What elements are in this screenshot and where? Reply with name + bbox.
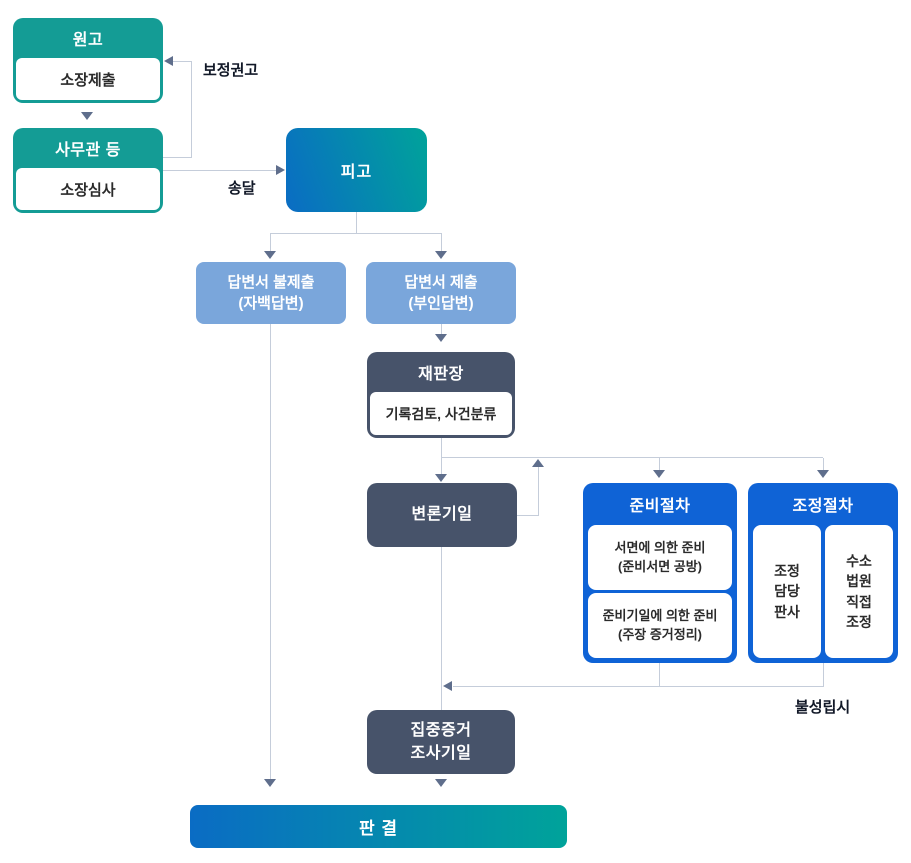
connector-prep-down [659, 663, 660, 686]
mediation-court-line4: 조정 [846, 613, 872, 630]
node-hearing-label: 변론기일 [411, 506, 473, 524]
preparation-items: 서면에 의한 준비 (준비서면 공방) 준비기일에 의한 준비 (주장 증거정리… [588, 525, 732, 658]
node-judgment: 판 결 [190, 805, 567, 848]
node-hearing: 변론기일 [367, 483, 517, 547]
node-answer-not-filed: 답변서 불제출 (자백답변) [196, 262, 346, 324]
connector-failure-return [453, 686, 823, 687]
arrowhead-right-icon [276, 165, 285, 175]
arrowhead-down-icon [435, 334, 447, 342]
mediation-item-court: 수소 법원 직접 조정 [825, 525, 893, 658]
preparation-item-written-line1: 서면에 의한 준비 [614, 539, 706, 555]
connector-hearing-evidence [441, 547, 442, 710]
connector-judge-down [441, 438, 442, 474]
preparation-item-written-line2: (준비서면 공방) [617, 558, 703, 574]
answer-not-filed-line1: 답변서 불제출 [227, 274, 315, 291]
node-presiding-judge: 재판장 기록검토, 사건분류 [367, 352, 515, 438]
answer-filed-line1: 답변서 제출 [404, 274, 478, 291]
node-answer-filed: 답변서 제출 (부인답변) [366, 262, 516, 324]
arrowhead-left-icon [443, 681, 452, 691]
node-clerk-header: 사무관 등 [55, 142, 121, 159]
arrowhead-down-icon [264, 251, 276, 259]
connector-answer-judge [441, 324, 442, 335]
node-defendant: 피고 [286, 128, 427, 212]
mediation-judge-line3: 판사 [774, 603, 800, 620]
connector-branch-right [441, 233, 442, 252]
connector-branch-prep [659, 458, 660, 470]
evidence-exam-line2: 조사기일 [410, 745, 472, 762]
mediation-judge-line2: 담당 [774, 583, 800, 600]
node-preparation: 준비절차 서면에 의한 준비 (준비서면 공방) 준비기일에 의한 준비 (주장… [583, 483, 737, 663]
node-defendant-label: 피고 [340, 164, 373, 181]
node-answer-filed-label: 답변서 제출 (부인답변) [404, 272, 477, 314]
arrowhead-down-icon [817, 470, 829, 478]
preparation-item-date: 준비기일에 의한 준비 (주장 증거정리) [588, 593, 732, 658]
node-mediation-header: 조정절차 [792, 498, 854, 515]
arrowhead-down-icon [81, 112, 93, 120]
arrowhead-down-icon [435, 474, 447, 482]
answer-not-filed-line2: (자백답변) [238, 295, 304, 312]
node-answer-not-filed-label: 답변서 불제출 (자백답변) [228, 272, 315, 314]
node-evidence-exam-label: 집중증거 조사기일 [411, 719, 472, 765]
preparation-item-date-line2: (주장 증거정리) [617, 626, 703, 642]
arrowhead-up-icon [532, 459, 544, 467]
arrowhead-down-icon [435, 779, 447, 787]
arrowhead-down-icon [435, 251, 447, 259]
edge-label-failure: 불성립시 [795, 699, 851, 716]
edge-label-correction: 보정권고 [203, 62, 259, 79]
connector-hearing-return-h [517, 515, 539, 516]
mediation-items: 조정 담당 판사 수소 법원 직접 조정 [753, 525, 893, 658]
preparation-item-date-line1: 준비기일에 의한 준비 [602, 607, 718, 623]
connector-correction-top [173, 61, 191, 62]
connector-judge-branch [441, 457, 823, 458]
arrowhead-left-icon [164, 56, 173, 66]
connector-branch-mediation [823, 458, 824, 470]
node-clerk: 사무관 등 소장심사 [13, 128, 163, 213]
connector-correction-bottom [163, 157, 192, 158]
mediation-judge-line1: 조정 [774, 563, 800, 580]
connector-correction-vertical [191, 61, 192, 158]
connector-branch-left [270, 233, 271, 252]
connector-hearing-return-v [538, 467, 539, 516]
mediation-item-judge: 조정 담당 판사 [753, 525, 821, 658]
edge-label-service: 송달 [228, 180, 256, 197]
connector-service [163, 170, 277, 171]
node-mediation: 조정절차 조정 담당 판사 수소 법원 직접 조정 [748, 483, 898, 663]
node-plaintiff: 원고 소장제출 [13, 18, 163, 103]
arrowhead-down-icon [264, 779, 276, 787]
answer-filed-line2: (부인답변) [408, 295, 474, 312]
mediation-court-line3: 직접 [846, 593, 872, 610]
evidence-exam-line1: 집중증거 [410, 721, 472, 739]
node-presiding-judge-body: 기록검토, 사건분류 [370, 392, 512, 435]
node-preparation-header: 준비절차 [629, 498, 691, 515]
connector-defendant-branch [270, 233, 442, 234]
preparation-item-written: 서면에 의한 준비 (준비서면 공방) [588, 525, 732, 590]
connector-defendant-down [356, 212, 357, 233]
connector-mediation-down [823, 663, 824, 687]
node-plaintiff-body: 소장제출 [16, 58, 160, 100]
node-presiding-judge-header: 재판장 [418, 366, 464, 383]
mediation-court-line1: 수소 [846, 552, 872, 569]
node-clerk-body: 소장심사 [16, 168, 160, 210]
node-evidence-exam: 집중증거 조사기일 [367, 710, 515, 774]
mediation-court-line2: 법원 [846, 573, 872, 590]
arrowhead-down-icon [653, 470, 665, 478]
node-plaintiff-header: 원고 [72, 32, 104, 49]
connector-confession-judgment [270, 324, 271, 779]
node-judgment-label: 판 결 [358, 819, 398, 838]
